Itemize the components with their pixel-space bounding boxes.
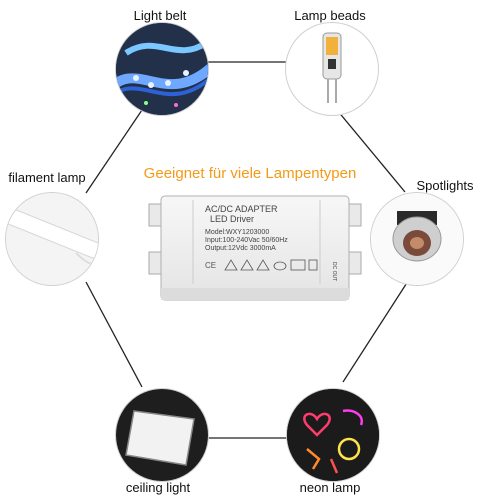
label-light-belt: Light belt [133, 8, 187, 23]
headline: Geeignet für viele Lampentypen [143, 165, 357, 182]
ceiling-light-image [115, 388, 209, 482]
lamp-beads-image [285, 22, 379, 116]
label-ceiling-light: ceiling light [125, 480, 191, 495]
label-neon-lamp: neon lamp [299, 480, 361, 495]
adapter-input: Input:100-240Vac 50/60Hz [205, 237, 288, 244]
adapter-line2: LED Driver [210, 214, 254, 224]
adapter-line1: AC/DC ADAPTER [205, 204, 278, 214]
adapter-model: Model:WXY1203000 [205, 229, 269, 236]
light-belt-image [115, 22, 209, 116]
certification-marks-icon: CE [205, 259, 318, 271]
label-filament-lamp: filament lamp [8, 170, 86, 185]
filament-lamp-image [5, 192, 99, 286]
adapter-output: Output:12Vdc 3000mA [205, 245, 276, 252]
spotlights-image [370, 192, 464, 286]
neon-lamp-image [286, 388, 380, 482]
svg-text:CE: CE [205, 261, 216, 270]
label-spotlights: Spotlights [416, 178, 474, 193]
label-lamp-beads: Lamp beads [294, 8, 366, 23]
adapter-dc-out: DC OUT [331, 262, 337, 281]
led-driver-adapter: AC/DC ADAPTER LED Driver Model:WXY120300… [148, 195, 362, 301]
